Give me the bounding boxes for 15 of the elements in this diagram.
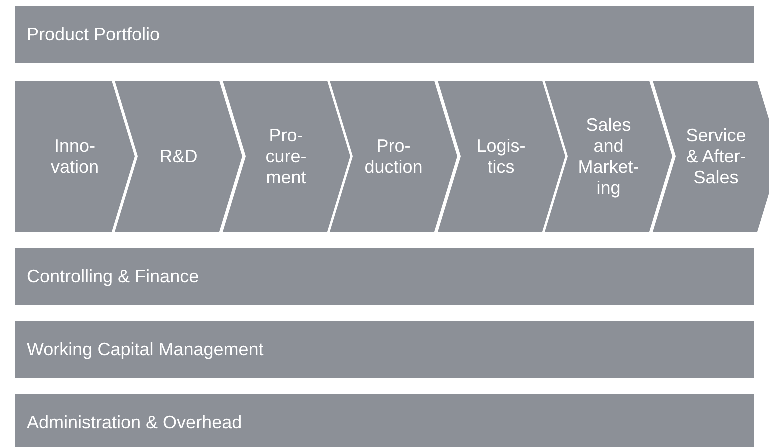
step-label: Inno-vation xyxy=(50,136,100,178)
step-label: Pro-duction xyxy=(364,136,423,178)
band-box xyxy=(15,394,754,447)
step-label: Sales and Market-ing xyxy=(578,114,640,198)
band-label: Administration & Overhead xyxy=(27,412,242,433)
band-box xyxy=(15,321,754,378)
step-label: Service & After-Sales xyxy=(686,125,746,188)
band-label: Working Capital Management xyxy=(27,339,264,360)
step-label: Logis-tics xyxy=(476,136,526,178)
step-label: R&D xyxy=(160,146,198,167)
band-label: Controlling & Finance xyxy=(27,266,200,287)
step-label: Pro-cure-ment xyxy=(266,125,307,188)
band-box xyxy=(15,248,754,305)
band-label: Product Portfolio xyxy=(27,24,160,45)
band-box xyxy=(15,6,754,63)
